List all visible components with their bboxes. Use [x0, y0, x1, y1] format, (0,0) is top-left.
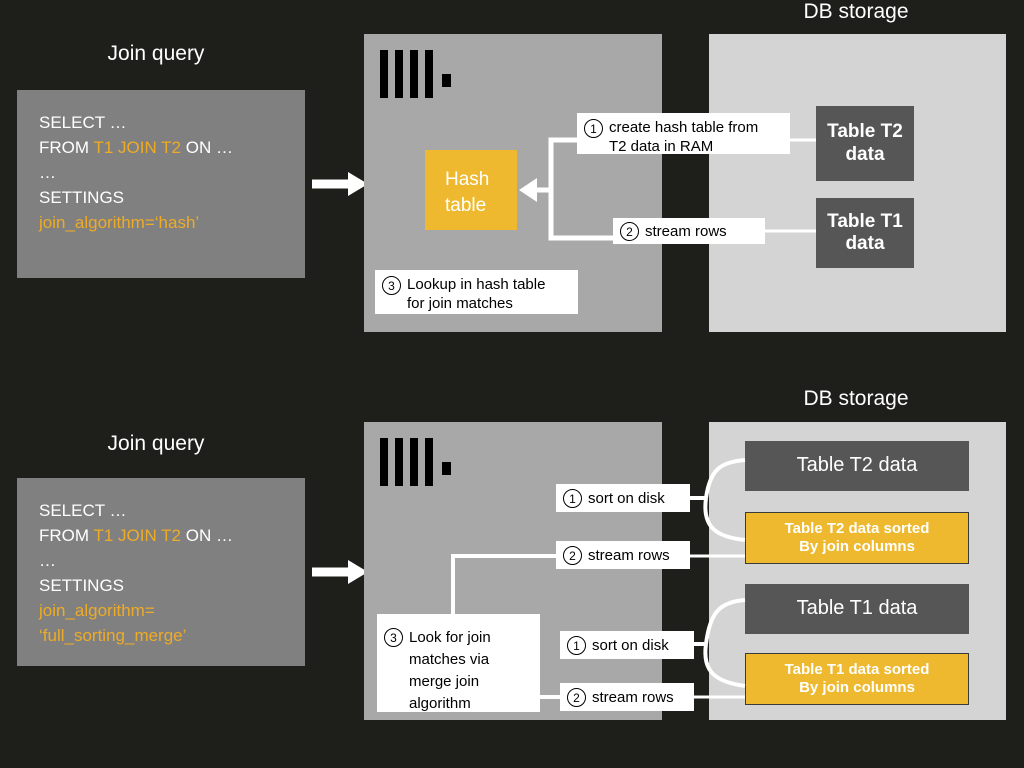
bottom-query-line4: SETTINGS: [39, 576, 125, 595]
top-db-storage-title: DB storage: [803, 0, 909, 23]
top-table-chip-t1: Table T1 data: [816, 198, 914, 268]
bottom-join-query-title: Join query: [107, 432, 205, 455]
top-query-line1: SELECT …: [39, 113, 127, 132]
top-query-box: SELECT … FROM T1 JOIN T2 ON … … SETTINGS…: [17, 90, 305, 278]
bottom-callout-1b-text: sort on disk: [592, 636, 669, 654]
bottom-callout-2b-number: 2: [567, 688, 586, 707]
bottom-callout-2a: 2 stream rows: [556, 541, 690, 569]
top-query-line5: join_algorithm=‘hash’: [39, 213, 200, 232]
bottom-table-chip-t1-sorted-label: Table T1 data sorted By join columns: [784, 661, 930, 696]
bottom-query-line2: FROM T1 JOIN T2 ON …: [39, 523, 305, 548]
bottom-table-chip-t2: Table T2 data: [745, 441, 969, 491]
top-query-line3: …: [39, 163, 56, 182]
hash-box-line2: table: [445, 195, 487, 216]
top-table-chip-t2: Table T2 data: [816, 106, 914, 181]
bottom-callout-3: 3 Look for join matches via merge join a…: [377, 614, 540, 712]
top-callout-1-text: create hash table from T2 data in RAM: [609, 119, 759, 155]
top-table-chip-t1-label: Table T1 data: [827, 210, 903, 254]
top-query-line4: SETTINGS: [39, 188, 125, 207]
bottom-query-line5: join_algorithm=: [39, 601, 155, 620]
bottom-callout-2a-text: stream rows: [588, 546, 670, 564]
bottom-callout-3-text: Look for join matches via merge join alg…: [409, 629, 491, 712]
top-callout-2-number: 2: [620, 222, 639, 241]
bottom-callout-2a-number: 2: [563, 546, 582, 565]
bottom-query-line1: SELECT …: [39, 501, 127, 520]
top-callout-2-text: stream rows: [645, 222, 727, 240]
bottom-query-box: SELECT … FROM T1 JOIN T2 ON … … SETTINGS…: [17, 478, 305, 666]
bottom-table-chip-t2-sorted: Table T2 data sorted By join columns: [745, 512, 969, 564]
top-table-chip-t2-label: Table T2 data: [827, 121, 903, 165]
top-callout-3-text: Lookup in hash table for join matches: [407, 276, 546, 312]
top-callout-3-number: 3: [382, 276, 401, 295]
top-callout-1: 1 create hash table from T2 data in RAM: [577, 113, 790, 155]
bottom-table-chip-t2-label: Table T2 data: [796, 454, 918, 477]
bottom-query-line6: ‘full_sorting_merge’: [39, 626, 187, 645]
bottom-callout-1b-number: 1: [567, 636, 586, 655]
bottom-query-line2-suffix: ON …: [181, 526, 233, 545]
top-callout-1-number: 1: [584, 119, 603, 138]
bottom-table-chip-t2-sorted-label: Table T2 data sorted By join columns: [784, 520, 930, 555]
top-query-line2-prefix: FROM: [39, 138, 94, 157]
bottom-query-line2-highlight: T1 JOIN T2: [93, 526, 182, 545]
top-callout-3: 3 Lookup in hash table for join matches: [375, 270, 578, 314]
hash-box-line1: Hash: [445, 169, 490, 190]
bottom-callout-1a-text: sort on disk: [588, 489, 665, 507]
bottom-callout-1a: 1 sort on disk: [556, 484, 690, 512]
top-callout-2: 2 stream rows: [613, 218, 765, 244]
top-db-storage-panel: [709, 34, 1006, 332]
bottom-query-line2-prefix: FROM: [39, 526, 94, 545]
bottom-table-chip-t1: Table T1 data: [745, 584, 969, 634]
bottom-callout-2b: 2 stream rows: [560, 683, 694, 711]
bottom-callout-2b-text: stream rows: [592, 688, 674, 706]
bottom-db-storage-title: DB storage: [803, 387, 909, 410]
clickhouse-logo-icon: [380, 50, 454, 98]
bottom-callout-3-number: 3: [384, 628, 403, 647]
bottom-callout-1a-number: 1: [563, 489, 582, 508]
bottom-table-chip-t1-label: Table T1 data: [796, 597, 918, 620]
bottom-query-line3: …: [39, 551, 56, 570]
top-query-line2: FROM T1 JOIN T2 ON …: [39, 135, 305, 160]
top-join-query-title: Join query: [107, 42, 205, 65]
top-query-line2-highlight: T1 JOIN T2: [93, 138, 182, 157]
top-query-line2-suffix: ON …: [181, 138, 233, 157]
clickhouse-logo-icon-2: [380, 438, 454, 486]
bottom-table-chip-t1-sorted: Table T1 data sorted By join columns: [745, 653, 969, 705]
hash-table-box: Hash table: [425, 150, 517, 230]
bottom-callout-1b: 1 sort on disk: [560, 631, 694, 659]
